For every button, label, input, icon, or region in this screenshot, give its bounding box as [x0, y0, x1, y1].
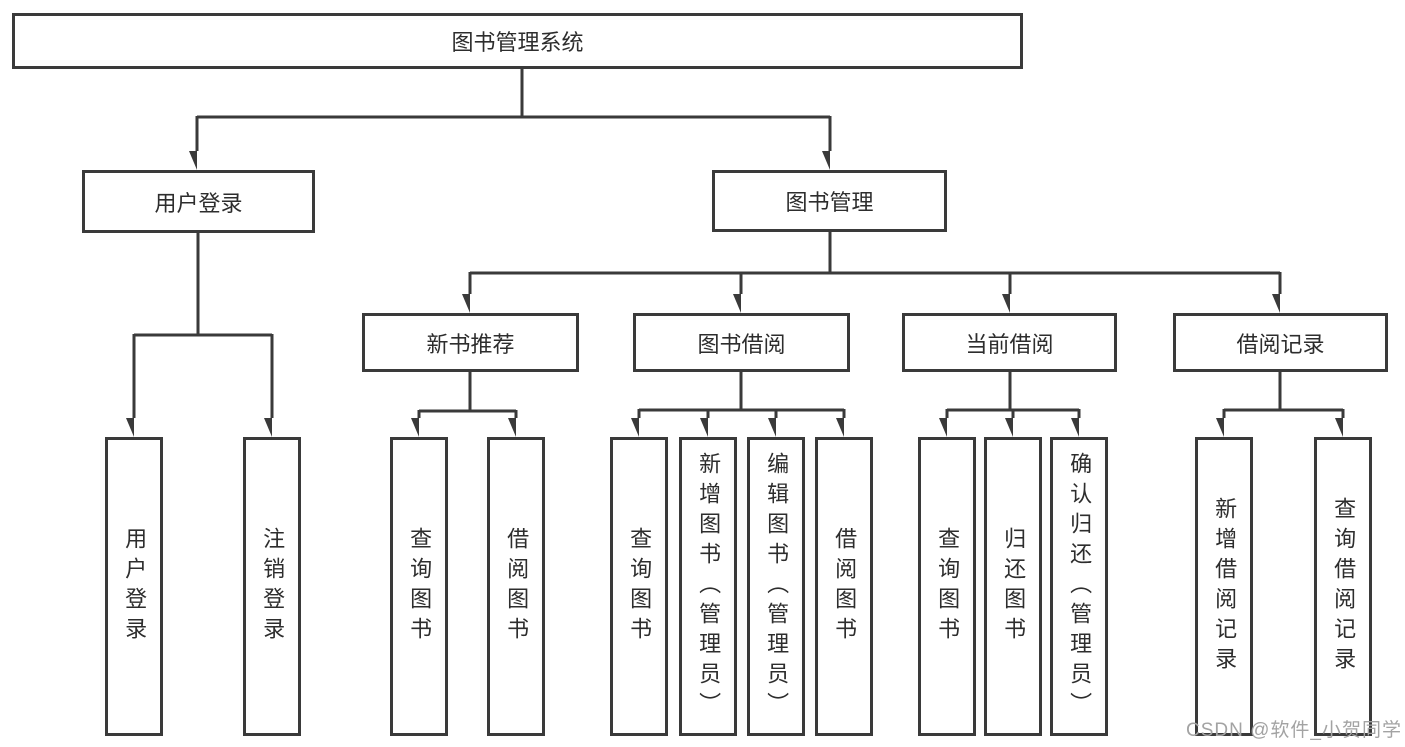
leaf-label: 注销登录 [260, 526, 286, 647]
leaf-edit-book-admin: 编辑图书（管理员） [747, 437, 805, 736]
leaf-confirm-return-admin: 确认归还（管理员） [1050, 437, 1108, 736]
node-label: 借阅记录 [1236, 331, 1325, 357]
leaf-query-borrow-record: 查询借阅记录 [1314, 437, 1372, 736]
leaf-label: 归还图书 [1001, 526, 1027, 647]
leaf-label: 借阅图书 [504, 526, 530, 647]
leaf-label: 查询借阅记录 [1331, 496, 1357, 677]
leaf-label: 用户登录 [122, 526, 148, 647]
leaf-borrow-book: 借阅图书 [815, 437, 873, 736]
node-new-book-recommendation: 新书推荐 [362, 313, 579, 372]
node-label: 图书管理系统 [451, 30, 584, 55]
leaf-add-borrow-record: 新增借阅记录 [1195, 437, 1253, 736]
node-label: 图书借阅 [697, 331, 786, 357]
node-book-management: 图书管理 [712, 170, 947, 232]
connector-root-branch [197, 69, 832, 151]
connector-book-borrow-branch [639, 372, 846, 418]
connector-new-book-branch [419, 372, 518, 418]
leaf-query-book-borrow: 查询图书 [610, 437, 668, 736]
node-library-system-root: 图书管理系统 [12, 13, 1023, 69]
node-label: 用户登录 [154, 190, 243, 216]
node-user-login: 用户登录 [82, 170, 315, 233]
leaf-label: 编辑图书（管理员） [764, 451, 790, 722]
node-borrowing-records: 借阅记录 [1173, 313, 1388, 372]
leaf-borrow-book-newrec: 借阅图书 [487, 437, 545, 736]
connector-borrow-records-branch [1224, 372, 1345, 418]
leaf-return-book: 归还图书 [984, 437, 1042, 736]
leaf-add-book-admin: 新增图书（管理员） [679, 437, 737, 736]
leaf-logout: 注销登录 [243, 437, 301, 736]
leaf-query-book-current: 查询图书 [918, 437, 976, 736]
csdn-watermark: CSDN @软件_小贺同学 [1186, 720, 1402, 741]
leaf-label: 新增借阅记录 [1212, 496, 1238, 677]
leaf-label: 确认归还（管理员） [1067, 451, 1093, 722]
node-label: 图书管理 [785, 190, 874, 215]
leaf-label: 借阅图书 [832, 526, 858, 647]
node-label: 当前借阅 [965, 331, 1054, 357]
leaf-user-login: 用户登录 [105, 437, 163, 736]
node-current-borrowing: 当前借阅 [902, 313, 1117, 372]
leaf-label: 查询图书 [627, 526, 653, 647]
node-label: 新书推荐 [426, 331, 515, 357]
node-book-borrowing: 图书借阅 [633, 313, 850, 372]
connector-book-mgmt-branch [470, 232, 1282, 294]
leaf-query-book-newrec: 查询图书 [390, 437, 448, 736]
leaf-label: 查询图书 [935, 526, 961, 647]
leaf-label: 查询图书 [407, 526, 433, 647]
leaf-label: 新增图书（管理员） [696, 451, 722, 722]
connector-user-login-branch [134, 233, 274, 418]
connector-current-borrow-branch [947, 372, 1081, 418]
